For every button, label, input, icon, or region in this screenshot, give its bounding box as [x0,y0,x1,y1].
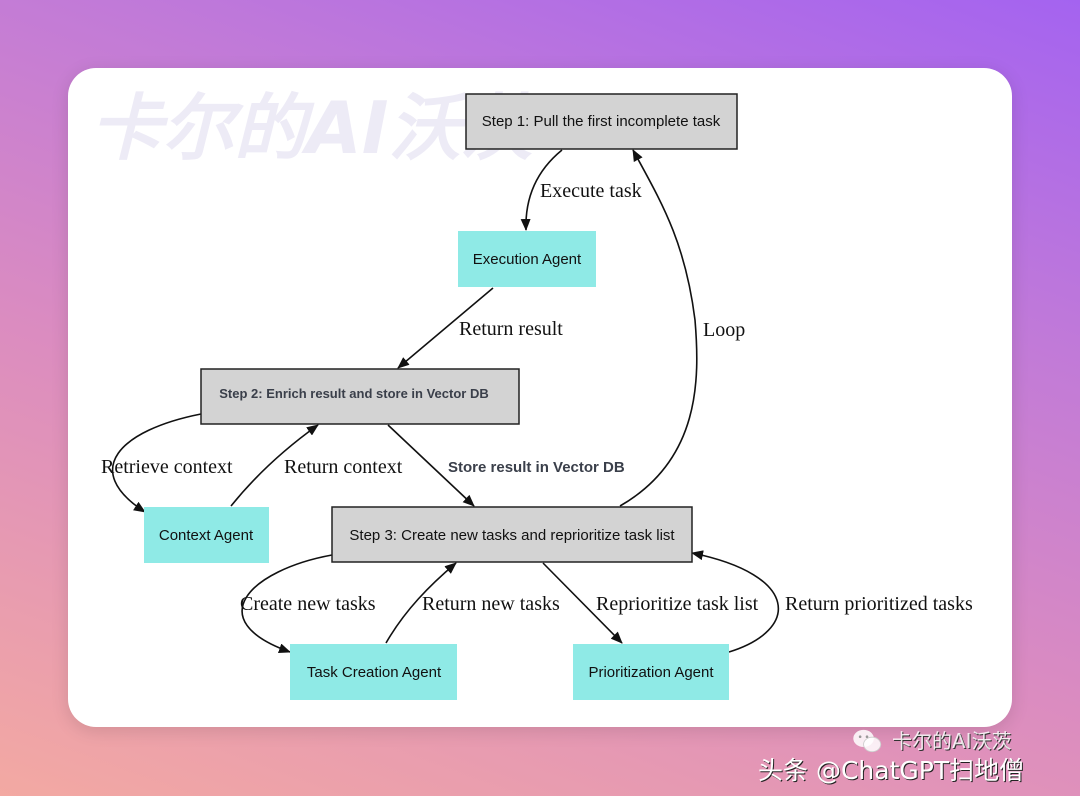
node-task-creation-agent-label: Task Creation Agent [307,664,442,681]
label-return-new-tasks: Return new tasks [422,593,560,615]
node-prioritization-agent-label: Prioritization Agent [588,664,714,681]
label-retrieve-context: Retrieve context [101,456,233,478]
label-return-result: Return result [459,318,563,340]
label-store-result: Store result in Vector DB [448,459,625,476]
node-context-agent-label: Context Agent [159,527,254,544]
edge-return-prioritized [691,550,780,653]
wechat-icon [853,729,882,753]
node-step1: Step 1: Pull the first incomplete task [465,93,738,150]
label-execute-task: Execute task [540,180,642,202]
watermark-wechat: 卡尔的AI沃茨 [892,729,1012,753]
edge-loop [619,149,698,507]
node-step3: Step 3: Create new tasks and reprioritiz… [331,506,693,563]
node-step2: Step 2: Enrich result and store in Vecto… [200,368,520,425]
label-create-new-tasks: Create new tasks [240,593,376,615]
watermark-toutiao: 头条 @ChatGPT扫地僧 [758,756,1025,785]
node-execution-agent: Execution Agent [458,231,596,287]
node-context-agent: Context Agent [144,507,269,563]
label-return-prioritized: Return prioritized tasks [785,593,973,615]
label-reprioritize: Reprioritize task list [596,593,759,615]
node-step1-label: Step 1: Pull the first incomplete task [482,113,721,130]
edge-create-new-tasks [241,554,333,654]
label-return-context: Return context [284,456,403,478]
node-task-creation-agent: Task Creation Agent [290,644,457,700]
watermark-large: 卡尔的AI沃茨 [90,86,533,170]
edge-return-context [230,424,319,507]
node-step2-label: Step 2: Enrich result and store in Vecto… [219,386,488,401]
edge-store-result [387,424,475,507]
node-execution-agent-label: Execution Agent [473,251,582,268]
node-prioritization-agent: Prioritization Agent [573,644,729,700]
node-step3-label: Step 3: Create new tasks and reprioritiz… [349,527,675,544]
edge-execute-task [520,149,563,231]
label-loop: Loop [703,319,745,341]
edge-reprioritize [542,562,623,644]
edge-retrieve-context [111,413,202,513]
edge-return-result [397,287,494,369]
edge-return-new-tasks [385,562,457,644]
